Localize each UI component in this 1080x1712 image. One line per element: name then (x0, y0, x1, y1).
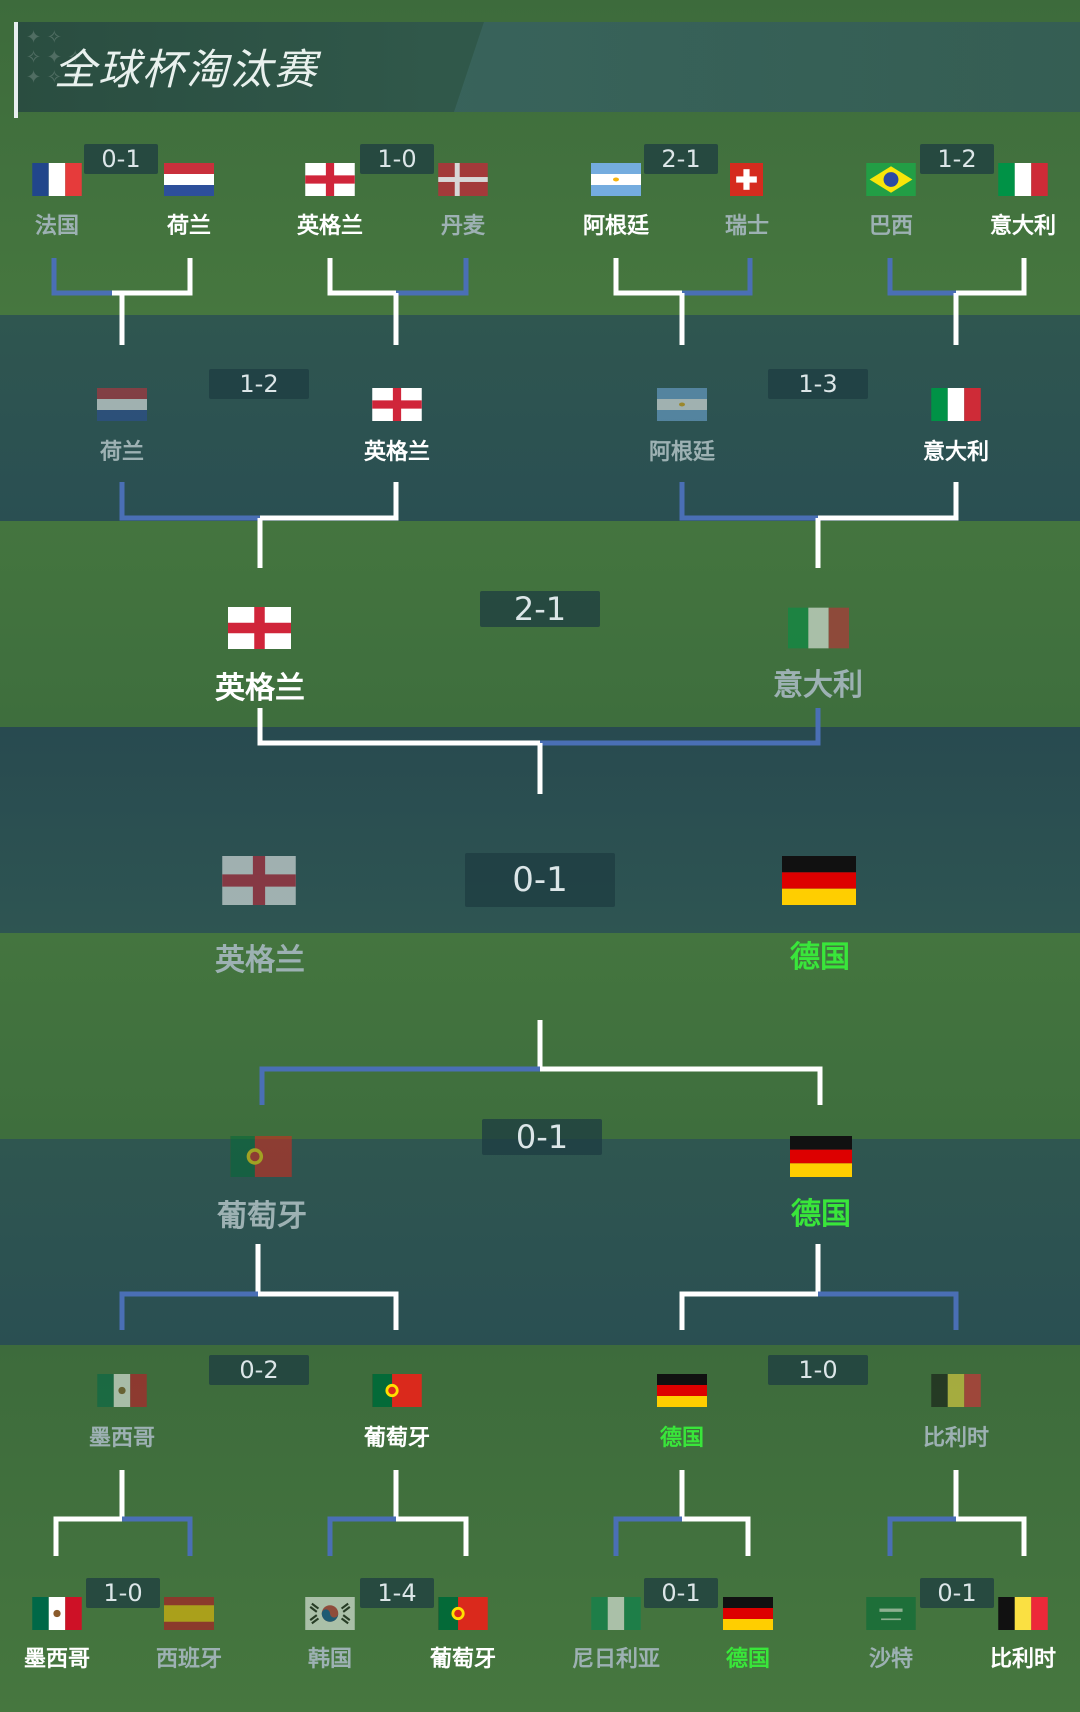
england-flag-icon (228, 607, 291, 649)
team-name: 德国 (659, 1426, 704, 1451)
argentina-flag-icon (657, 388, 707, 421)
match-score: 1-2 (920, 144, 994, 174)
team-name: 英格兰 (363, 440, 430, 465)
header-banner: ✦ ✧✧ ✦ ✧✦ ✧ ✦ 全球杯淘汰赛 (14, 22, 1080, 118)
quarterfinal-bottom-band (0, 1139, 1080, 1345)
nigeria-flag-icon (591, 1597, 641, 1630)
match-score: 0-1 (920, 1578, 994, 1608)
team-name: 葡萄牙 (429, 1647, 496, 1672)
match-score: 0-1 (84, 144, 158, 174)
england-flag-icon (305, 163, 355, 196)
team-name: 意大利 (773, 668, 863, 703)
team-name: 荷兰 (166, 214, 211, 239)
mexico-flag-icon (97, 1374, 147, 1407)
team-name: 德国 (725, 1647, 770, 1672)
germany-flag-icon (723, 1597, 773, 1630)
final-score: 0-1 (465, 853, 615, 907)
portugal-flag-icon (438, 1597, 488, 1630)
team-name: 英格兰 (296, 214, 363, 239)
team-name: 西班牙 (155, 1647, 222, 1672)
match-score: 1-4 (360, 1578, 434, 1608)
team-name: 法国 (34, 214, 79, 239)
germany-flag-icon (782, 856, 856, 905)
team-name: 沙特 (868, 1647, 913, 1672)
south-korea-flag-icon (305, 1597, 355, 1630)
team-name: 葡萄牙 (217, 1199, 307, 1234)
germany-flag-icon (657, 1374, 707, 1407)
round-of-16-bottom-band (0, 1345, 1080, 1712)
mexico-flag-icon (32, 1597, 82, 1630)
star-decoration-icon: ✦ ✧✧ ✦ ✧✦ ✧ ✦ (26, 27, 83, 88)
team-name: 比利时 (989, 1647, 1056, 1672)
match-score: 1-3 (768, 369, 868, 399)
team-name: 葡萄牙 (363, 1426, 430, 1451)
team-name: 巴西 (868, 214, 913, 239)
match-score: 1-2 (209, 369, 309, 399)
team-name: 意大利 (922, 440, 989, 465)
team-name: 比利时 (922, 1426, 989, 1451)
argentina-flag-icon (591, 163, 641, 196)
netherlands-flag-icon (97, 388, 147, 421)
team-name: 瑞士 (724, 214, 769, 239)
team-name: 英格兰 (215, 943, 305, 978)
match-score: 2-1 (480, 591, 600, 627)
team-name: 阿根廷 (582, 214, 649, 239)
match-score: 1-0 (86, 1578, 160, 1608)
switzerland-flag-icon (730, 163, 763, 196)
match-score: 1-0 (360, 144, 434, 174)
spain-flag-icon (164, 1597, 214, 1630)
page-title: 全球杯淘汰赛 (54, 45, 319, 94)
champion-name: 德国 (790, 940, 850, 975)
italy-flag-icon (931, 388, 981, 421)
brazil-flag-icon (866, 163, 916, 196)
team-name: 荷兰 (99, 440, 144, 465)
italy-flag-icon (788, 607, 849, 649)
quarterfinal-top-band (0, 315, 1080, 521)
team-name: 丹麦 (440, 214, 485, 239)
team-name: 英格兰 (215, 671, 305, 706)
portugal-flag-icon (372, 1374, 422, 1407)
portugal-flag-icon (230, 1136, 292, 1177)
england-flag-icon (222, 856, 296, 905)
team-name: 意大利 (989, 214, 1056, 239)
match-score: 0-1 (482, 1119, 602, 1155)
match-score: 2-1 (644, 144, 718, 174)
match-score: 0-1 (644, 1578, 718, 1608)
team-name: 德国 (791, 1197, 851, 1232)
match-score: 1-0 (768, 1355, 868, 1385)
team-name: 墨西哥 (88, 1426, 155, 1451)
team-name: 尼日利亚 (571, 1647, 660, 1672)
belgium-flag-icon (931, 1374, 981, 1407)
team-name: 阿根廷 (648, 440, 715, 465)
belgium-flag-icon (998, 1597, 1048, 1630)
saudi-arabia-flag-icon (866, 1597, 916, 1630)
netherlands-flag-icon (164, 163, 214, 196)
italy-flag-icon (998, 163, 1048, 196)
denmark-flag-icon (438, 163, 488, 196)
team-name: 韩国 (307, 1647, 352, 1672)
england-flag-icon (372, 388, 422, 421)
france-flag-icon (32, 163, 82, 196)
match-score: 0-2 (209, 1355, 309, 1385)
team-name: 墨西哥 (23, 1647, 90, 1672)
germany-flag-icon (790, 1136, 852, 1177)
